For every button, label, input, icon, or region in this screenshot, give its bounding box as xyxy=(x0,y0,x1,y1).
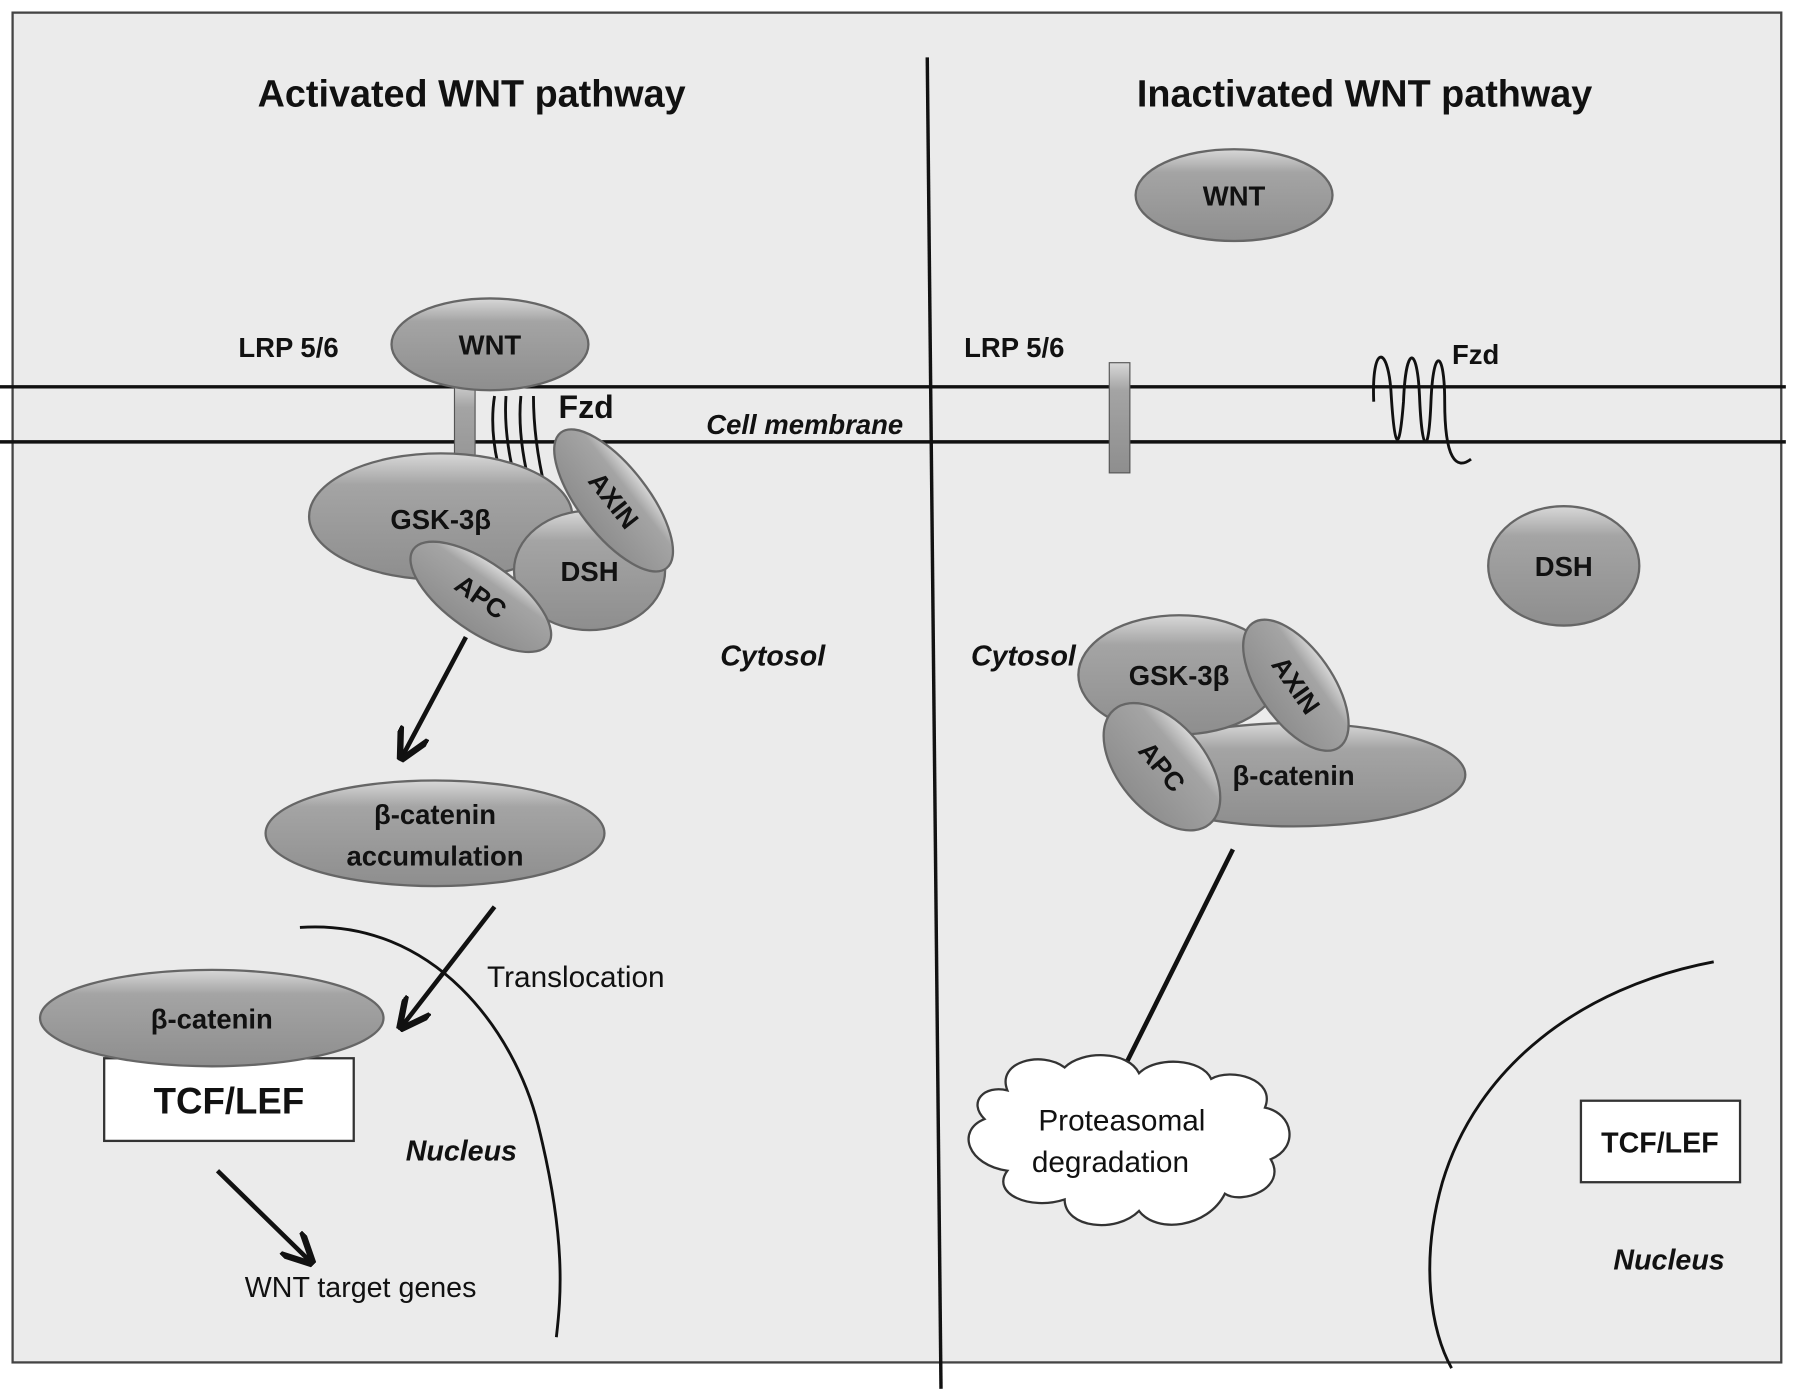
left-nucleus-label: Nucleus xyxy=(406,1135,517,1167)
bcatenin-accumulation xyxy=(264,779,606,888)
right-fzd-receptor xyxy=(1372,355,1472,465)
right-tcf-label: TCF/LEF xyxy=(1601,1127,1719,1159)
left-wnt xyxy=(390,297,590,392)
right-dsh xyxy=(1487,505,1641,627)
degradation-line2: degradation xyxy=(1032,1146,1189,1179)
right-nucleus-label: Nucleus xyxy=(1613,1244,1724,1276)
left-fzd-label: Fzd xyxy=(559,389,614,425)
right-wnt xyxy=(1134,148,1334,243)
divider xyxy=(925,57,943,1389)
left-dsh-label: DSH xyxy=(561,556,619,587)
right-tcf-box xyxy=(1579,1099,1742,1184)
left-title: Activated WNT pathway xyxy=(258,74,686,116)
left-lrp-label: LRP 5/6 xyxy=(238,332,338,363)
left-gsk3b-label: GSK-3β xyxy=(390,504,491,535)
arrow-to-degradation xyxy=(1113,848,1235,1090)
right-lrp-label: LRP 5/6 xyxy=(964,332,1064,363)
arrow-to-accumulation xyxy=(403,635,468,755)
right-dsh-label: DSH xyxy=(1535,551,1593,582)
degradation-line1: Proteasomal xyxy=(1038,1105,1205,1138)
right-cytosol-label: Cytosol xyxy=(971,641,1077,673)
right-axin xyxy=(1242,618,1350,752)
left-bcatenin xyxy=(38,968,385,1068)
left-axin xyxy=(553,428,675,573)
membrane-label: Cell membrane xyxy=(706,409,903,440)
left-apc xyxy=(409,540,553,654)
left-tcf-label: TCF/LEF xyxy=(154,1080,305,1121)
left-bcatenin-label: β-catenin xyxy=(151,1003,273,1034)
right-lrp-receptor xyxy=(1108,362,1131,474)
arrow-to-target-genes xyxy=(215,1169,310,1261)
right-title: Inactivated WNT pathway xyxy=(1137,74,1592,116)
right-wnt-label: WNT xyxy=(1203,180,1266,211)
left-cytosol-label: Cytosol xyxy=(720,641,826,673)
accumulation-line2: accumulation xyxy=(346,840,523,871)
right-apc xyxy=(1102,701,1222,832)
accumulation-line1: β-catenin xyxy=(374,799,496,830)
right-fzd-label: Fzd xyxy=(1452,339,1499,370)
left-tcf-box xyxy=(103,1057,355,1143)
translocation-label: Translocation xyxy=(487,961,665,994)
right-bcatenin-label: β-catenin xyxy=(1233,760,1355,791)
right-nucleus-membrane xyxy=(1428,960,1714,1369)
arrow-translocation xyxy=(403,905,497,1025)
target-genes-label: WNT target genes xyxy=(245,1272,477,1304)
panel-frame xyxy=(11,11,1783,1364)
right-gsk3b-label: GSK-3β xyxy=(1129,660,1230,691)
left-nucleus-membrane xyxy=(299,925,562,1338)
left-fzd-receptor xyxy=(491,395,547,492)
left-wnt-label: WNT xyxy=(459,330,522,361)
proteasome-cloud xyxy=(967,1054,1291,1227)
